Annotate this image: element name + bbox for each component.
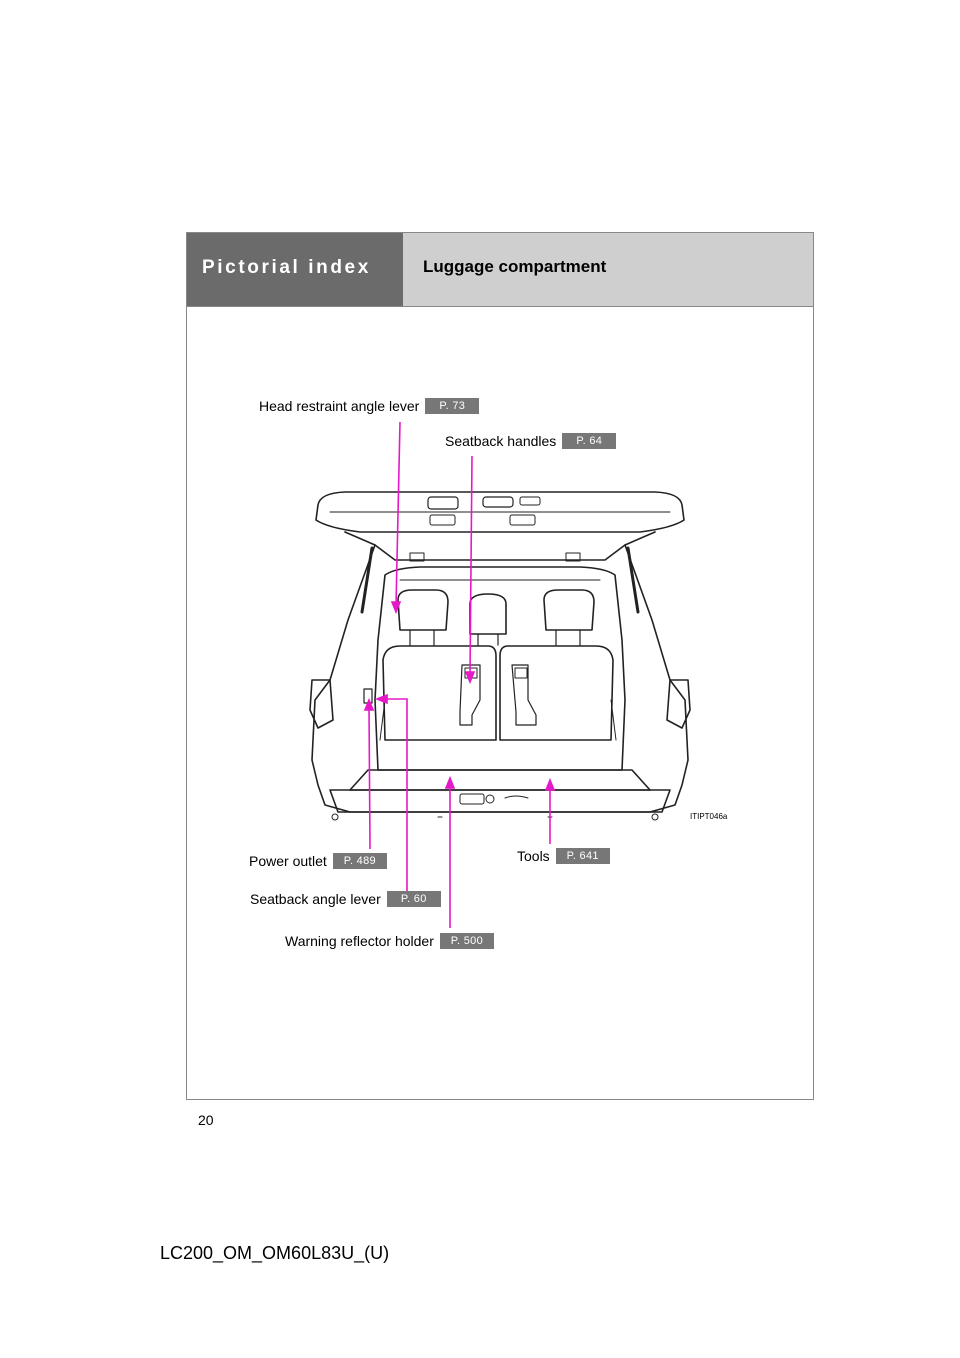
seatback-left [382,645,497,741]
callout-label: Power outlet [249,853,327,869]
header-divider [187,306,813,307]
leader-seatback-angle-lever [383,698,408,892]
leader-seatback-handles [469,455,473,677]
callout-warning-reflector-holder: Warning reflector holder P. 500 [285,933,494,949]
callout-label: Head restraint angle lever [259,398,420,414]
illustration-code: ITIPT046a [690,812,728,821]
callout-power-outlet: Power outlet P. 489 [249,853,387,869]
page-ref[interactable]: P. 641 [555,848,610,864]
cargo-floor [349,769,651,791]
callout-seatback-handles: Seatback handles P. 64 [445,433,617,449]
page-number: 20 [198,1112,214,1128]
callout-label: Seatback angle lever [250,891,381,907]
headrest-right [543,589,595,631]
headrest-left [397,589,449,631]
leader-power-outlet [368,705,371,850]
headrest-center [469,593,507,635]
section-label: Pictorial index [187,233,403,306]
page-ref[interactable]: P. 500 [439,933,494,949]
page-title: Luggage compartment [403,233,813,306]
liftgate-outline [315,491,685,533]
callout-seatback-angle-lever: Seatback angle lever P. 60 [250,891,441,907]
leader-head-restraint [395,421,401,607]
page-ref[interactable]: P. 64 [562,433,617,449]
callout-label: Warning reflector holder [285,933,434,949]
document-code: LC200_OM_OM60L83U_(U) [160,1243,390,1263]
page-ref[interactable]: P. 489 [332,853,387,869]
page-ref[interactable]: P. 60 [386,891,441,907]
page-ref[interactable]: P. 73 [425,398,480,414]
callout-label: Seatback handles [445,433,557,449]
callout-head-restraint-angle-lever: Head restraint angle lever P. 73 [259,398,480,414]
callout-tools: Tools P. 641 [517,848,610,864]
seatback-right [499,645,614,741]
callout-label: Tools [517,848,550,864]
page-frame: Pictorial index Luggage compartment [186,232,814,1100]
